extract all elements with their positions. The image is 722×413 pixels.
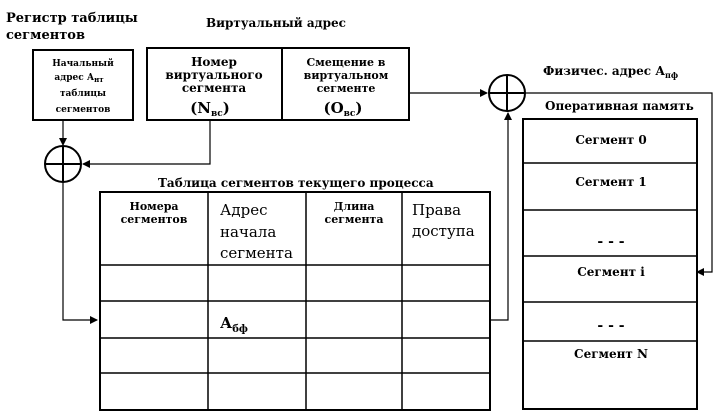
register-box-line4: сегментов	[56, 105, 111, 115]
table-title: Таблица сегментов текущего процесса	[158, 176, 434, 190]
register-box-line2: адрес Ант	[54, 73, 104, 84]
physical-address-label: Физичес. адрес Апф	[543, 64, 678, 80]
register-box-line3: таблицы	[60, 88, 106, 99]
arrow-adder-to-table	[62, 182, 98, 324]
offset-line2: виртуальном	[304, 69, 389, 82]
memory-segment-n: Сегмент N	[574, 347, 648, 361]
table-header-col1-line1: Номера	[129, 200, 178, 213]
memory-segment-1: Сегмент 1	[575, 175, 646, 189]
table-header-col4-line1: Права	[412, 201, 461, 219]
table-header-col3-line1: Длина	[334, 200, 375, 213]
segment-number-line3: сегмента	[182, 81, 247, 95]
table-header-col2-line1: Адрес	[220, 201, 267, 219]
segment-number-box	[146, 47, 283, 121]
register-box-line1: Начальный	[52, 58, 114, 69]
offset-box	[281, 47, 410, 121]
register-title-line1: Регистр таблицы	[6, 11, 138, 26]
table-header-col4-line2: доступа	[412, 222, 475, 240]
table-base-address: Абф	[220, 314, 248, 335]
memory-segment-i: Сегмент i	[577, 265, 645, 279]
table-header-col2-line2: начала	[220, 223, 276, 241]
offset-line3: сегменте	[317, 82, 376, 95]
virtual-address-title: Виртуальный адрес	[206, 16, 346, 30]
table-header-col1-line2: сегментов	[121, 213, 188, 226]
offset-line1: Смещение в	[307, 56, 386, 69]
segment-number-symbol: (Nвс)	[190, 99, 230, 119]
table-header-col2-line3: сегмента	[220, 244, 293, 262]
memory-segment-0: Сегмент 0	[575, 133, 646, 147]
table-header-col3-line2: сегмента	[325, 213, 384, 226]
memory-ellipsis-1: - - -	[597, 234, 624, 250]
register-box	[32, 49, 134, 121]
segment-number-line1: Номер	[191, 55, 237, 69]
offset-symbol: (Oвс)	[323, 99, 362, 119]
memory-ellipsis-2: - - -	[597, 318, 624, 334]
register-title-line2: сегментов	[6, 28, 85, 43]
memory-box	[522, 118, 698, 410]
memory-title: Оперативная память	[545, 99, 694, 113]
arrow-physical-to-memory	[525, 92, 713, 276]
segment-number-line2: виртуального	[165, 68, 262, 82]
arrow-segnum-to-adder	[82, 120, 211, 168]
